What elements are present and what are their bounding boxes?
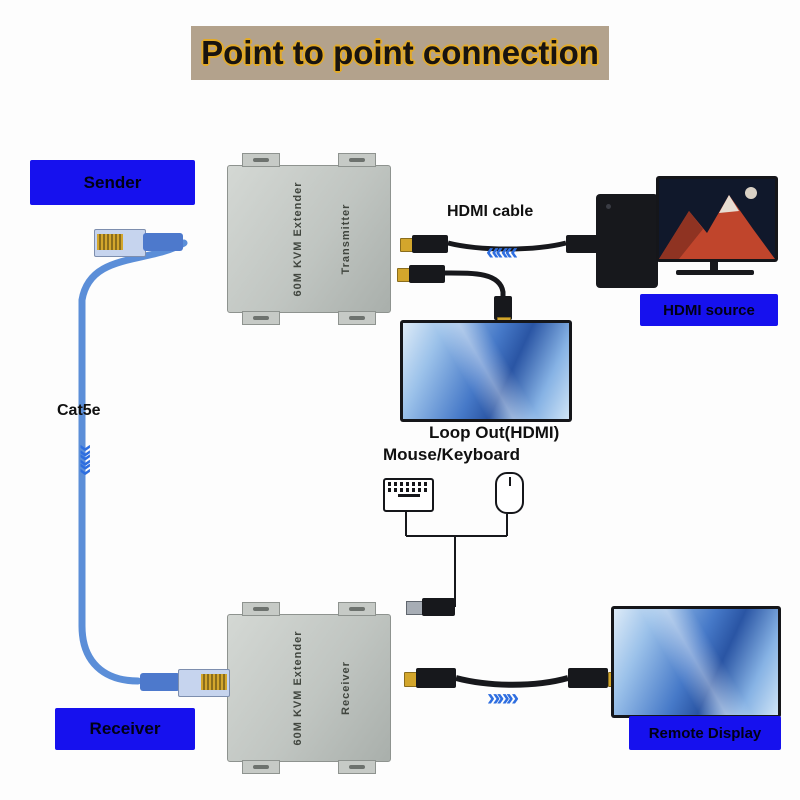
hdmi-plug-icon	[494, 296, 512, 320]
hdmi-plug-icon	[566, 235, 602, 253]
mounting-hole	[253, 316, 269, 320]
rj45-connector-top	[94, 227, 186, 259]
mounting-hole	[253, 607, 269, 611]
keyboard-spacebar	[397, 494, 420, 497]
cat5e-label: Cat5e	[57, 402, 101, 419]
mounting-hole	[349, 765, 365, 769]
mounting-tab	[242, 760, 280, 774]
remote-display-screen	[614, 609, 778, 715]
receiver-device: 60M KVM Extender Receiver	[227, 602, 391, 774]
mounting-hole	[253, 765, 269, 769]
monitor-stand-neck	[710, 262, 718, 270]
transmitter-role-text: Transmitter	[340, 203, 352, 275]
mounting-tab	[338, 153, 376, 167]
mouse-scroll-line	[508, 477, 511, 486]
hdmi-plug-icon	[412, 235, 448, 253]
sender-label: Sender	[30, 160, 195, 205]
mounting-tab	[242, 602, 280, 616]
hdmi-plug-icon	[416, 668, 456, 688]
receiver-role-text: Receiver	[340, 661, 352, 715]
hdmi-source-monitor	[656, 176, 778, 262]
usb-wires	[405, 512, 508, 607]
remote-display-label-text: Remote Display	[648, 724, 762, 742]
mountain-wallpaper	[659, 179, 775, 259]
hdmi-source-label: HDMI source	[640, 294, 778, 326]
rj45-pins	[97, 234, 123, 250]
hdmi-source-label-text: HDMI source	[663, 301, 755, 319]
down-arrows-icon: »»»	[73, 443, 101, 473]
keyboard-icon	[383, 478, 434, 512]
loop-out-screen	[403, 323, 569, 419]
monitor-stand-base	[676, 270, 754, 275]
mounting-hole	[349, 316, 365, 320]
right-arrows-icon: »»»	[487, 684, 519, 711]
rj45-boot	[143, 233, 183, 251]
rj45-head	[94, 229, 146, 257]
rj45-connector-bottom	[138, 667, 230, 699]
page-title: Point to point connection	[201, 34, 599, 71]
usb-plug-icon	[422, 598, 455, 616]
mouse-keyboard-label: Mouse/Keyboard	[383, 445, 520, 464]
transmitter-model-text: 60M KVM Extender	[292, 181, 304, 297]
title-banner: Point to point connection	[191, 26, 609, 80]
mounting-tab	[338, 602, 376, 616]
mounting-tab	[338, 760, 376, 774]
receiver-label: Receiver	[55, 708, 195, 750]
hdmi-cable-label: HDMI cable	[447, 203, 534, 220]
keyboard-keys-row	[388, 482, 429, 486]
mounting-hole	[349, 607, 365, 611]
hdmi-source-screen	[659, 179, 775, 259]
tower-pc	[596, 194, 658, 288]
loop-out-monitor	[400, 320, 572, 422]
loop-out-label: Loop Out(HDMI)	[429, 423, 560, 442]
transmitter-device: 60M KVM Extender Transmitter	[227, 153, 391, 325]
sender-label-text: Sender	[83, 172, 142, 192]
rj45-boot	[140, 673, 180, 691]
rj45-pins	[201, 674, 227, 690]
mounting-tab	[242, 153, 280, 167]
keyboard-keys-row	[388, 488, 429, 492]
mounting-tab	[242, 311, 280, 325]
mounting-tab	[338, 311, 376, 325]
mouse-icon	[495, 472, 524, 514]
remote-display-label: Remote Display	[629, 716, 781, 750]
hdmi-plug-icon	[568, 668, 608, 688]
rj45-head	[178, 669, 230, 697]
mounting-hole	[349, 158, 365, 162]
remote-display-monitor	[611, 606, 781, 718]
receiver-model-text: 60M KVM Extender	[292, 630, 304, 746]
mounting-hole	[253, 158, 269, 162]
hdmi-plug-icon	[409, 265, 445, 283]
receiver-label-text: Receiver	[89, 719, 161, 738]
left-arrows-icon: «««	[486, 238, 518, 265]
